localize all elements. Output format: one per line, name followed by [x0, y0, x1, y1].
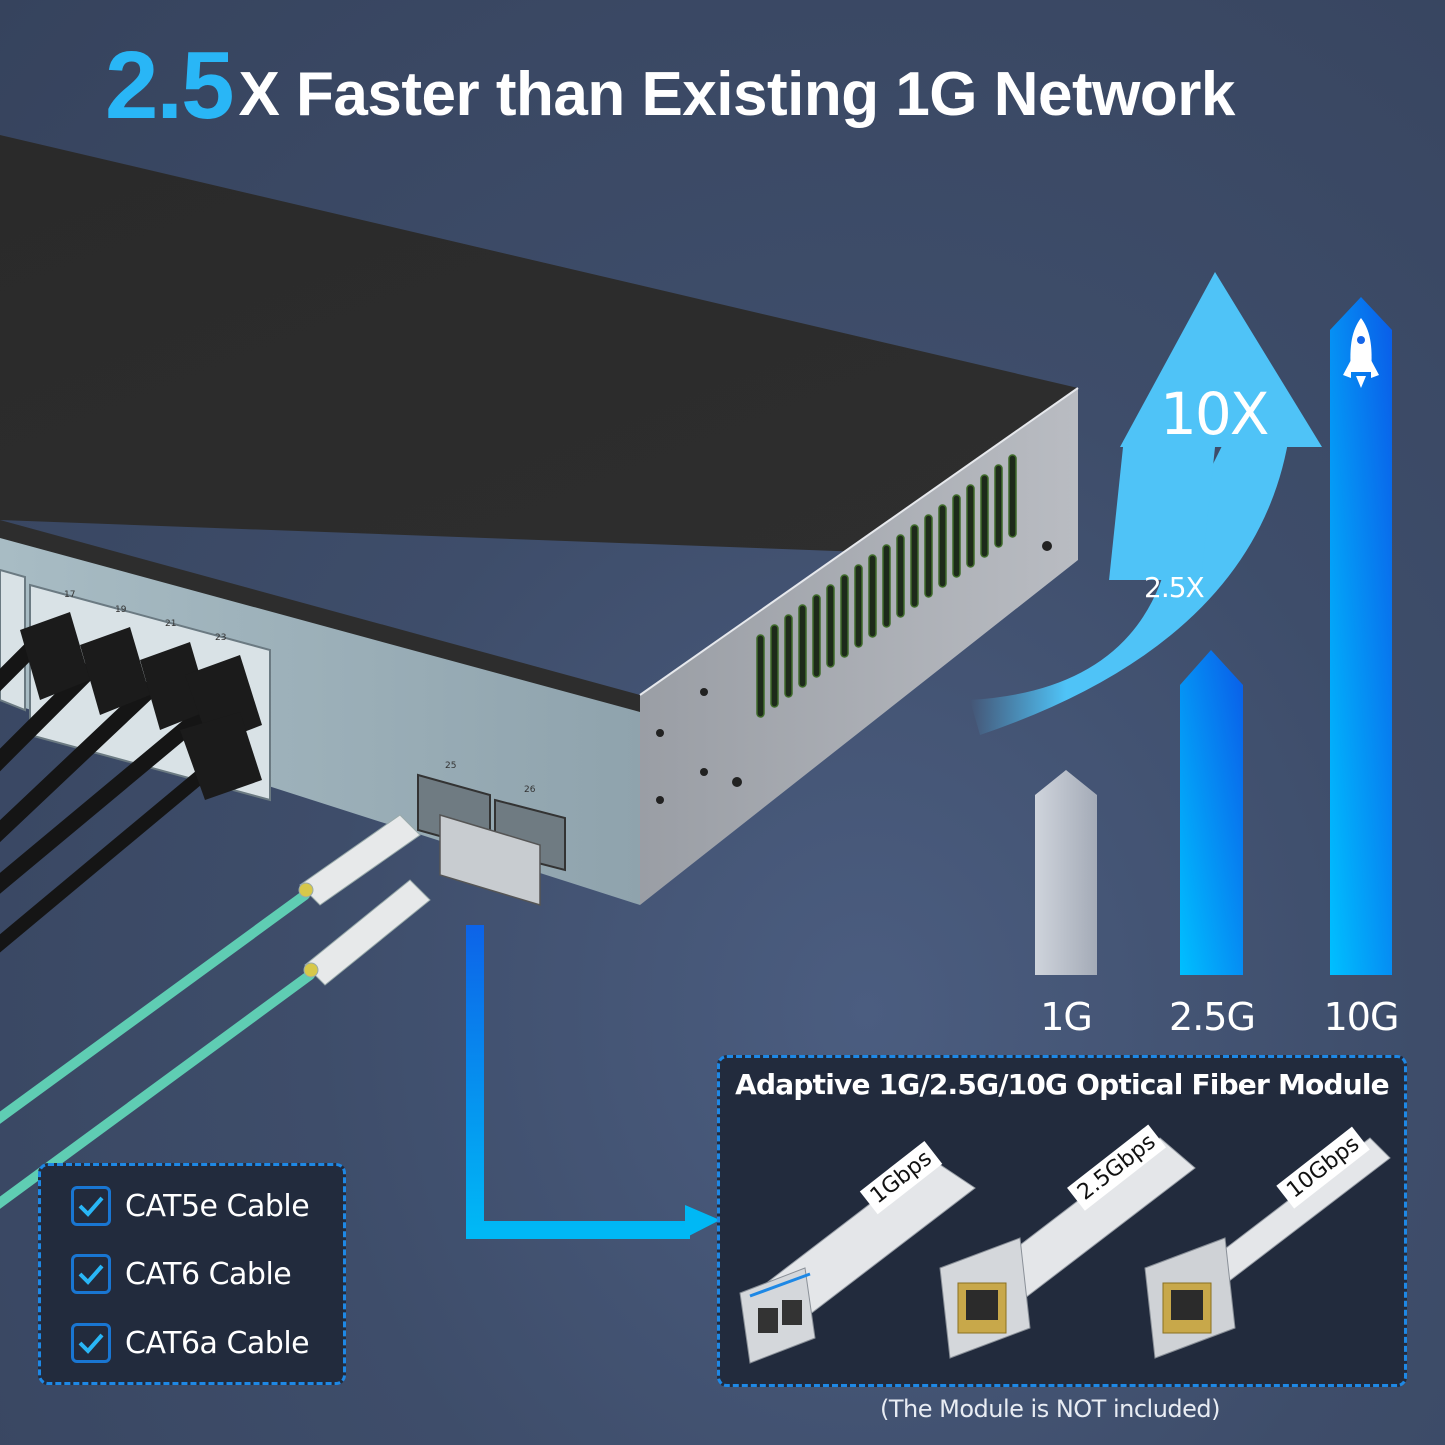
multiplier-2-5x: 2.5X	[1144, 571, 1205, 604]
multiplier-10x: 10X	[1160, 380, 1270, 448]
vent-slots	[756, 454, 1017, 718]
port-numbers: 17 19 21 23 25 26	[64, 590, 536, 795]
headline: 2.5 X Faster than Existing 1G Network	[105, 38, 1235, 134]
cable-item-cat6: CAT6 Cable	[71, 1254, 292, 1294]
bar-label-1g: 1G	[1040, 995, 1093, 1039]
cable-label: CAT5e Cable	[125, 1188, 310, 1224]
bar-10g	[1330, 297, 1392, 975]
cable-item-cat5e: CAT5e Cable	[71, 1186, 310, 1226]
cable-label: CAT6 Cable	[125, 1256, 292, 1292]
sfp-modules-illustration	[739, 1137, 1391, 1364]
svg-text:23: 23	[215, 633, 226, 643]
svg-text:26: 26	[524, 785, 536, 795]
curved-growth-arrow	[970, 272, 1322, 735]
sfp-module-10gbps	[1144, 1137, 1391, 1359]
headline-text: X Faster than Existing 1G Network	[238, 60, 1235, 129]
rj45-plugs	[20, 612, 262, 800]
rocket-icon	[1343, 318, 1379, 388]
bar-2-5g	[1180, 650, 1243, 975]
bar-label-10g: 10G	[1323, 995, 1400, 1039]
module-panel: Adaptive 1G/2.5G/10G Optical Fiber Modul…	[717, 1055, 1407, 1387]
bar-label-2-5g: 2.5G	[1169, 995, 1256, 1039]
fiber-connectors	[298, 814, 431, 986]
cable-compatibility-panel: CAT5e Cable CAT6 Cable CAT6a Cable	[38, 1163, 346, 1385]
check-icon	[71, 1186, 111, 1226]
cable-item-cat6a: CAT6a Cable	[71, 1323, 310, 1363]
sfp-module-1gbps	[739, 1157, 976, 1364]
cable-label: CAT6a Cable	[125, 1325, 310, 1361]
check-icon	[71, 1323, 111, 1363]
module-panel-title: Adaptive 1G/2.5G/10G Optical Fiber Modul…	[735, 1068, 1389, 1101]
sfp-ports	[417, 773, 566, 907]
module-note: (The Module is NOT included)	[880, 1395, 1221, 1423]
sfp-module-2-5gbps	[939, 1137, 1196, 1359]
headline-emphasis: 2.5	[105, 32, 234, 139]
screw-holes	[656, 541, 1052, 804]
svg-text:19: 19	[115, 605, 127, 615]
svg-text:21: 21	[165, 619, 176, 629]
speed-bars	[1035, 297, 1392, 975]
check-icon	[71, 1254, 111, 1294]
switch-top	[0, 135, 1078, 560]
svg-text:25: 25	[445, 761, 456, 771]
bar-1g	[1035, 770, 1097, 975]
svg-text:17: 17	[64, 590, 75, 600]
elbow-arrow	[466, 925, 720, 1239]
